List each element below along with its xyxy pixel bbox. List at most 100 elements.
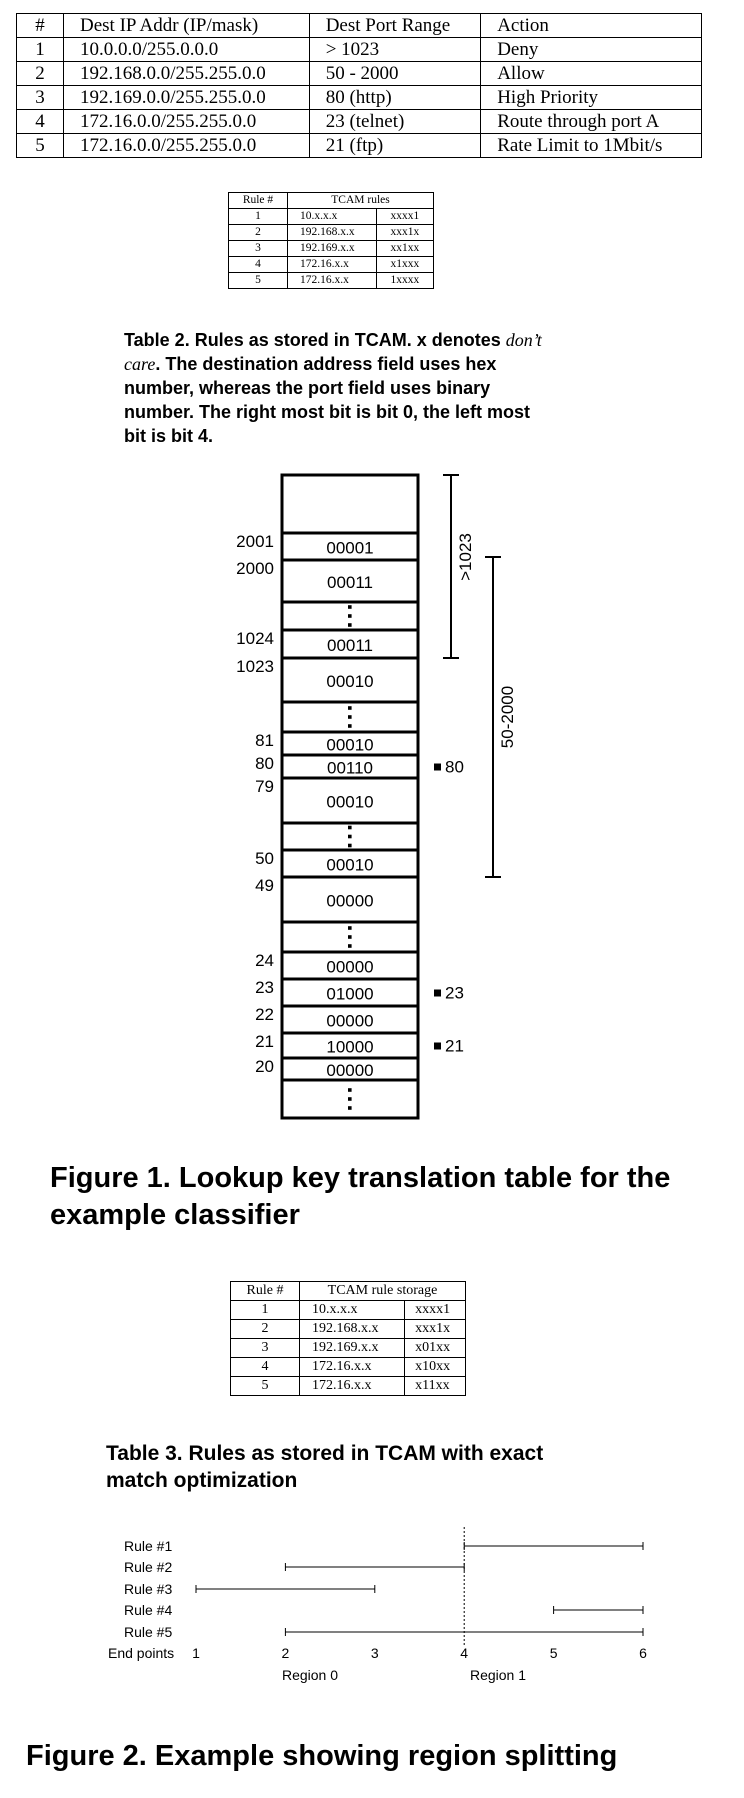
table2-caption: Table 2. Rules as stored in TCAM. x deno… [124,328,550,448]
table-cell: xxxx1 [404,1300,466,1320]
endpoint-tick-label: 6 [639,1645,647,1661]
table-cell: 192.168.x.x [286,224,378,241]
table-cell: 172.16.x.x [286,272,378,289]
table-cell: 4 [228,256,288,273]
table-row: 4 172.16.x.x x1xxx [228,256,434,273]
port-number-label: 2000 [236,559,274,578]
lookup-key-label: 01000 [326,985,373,1004]
port-number-label: 49 [255,876,274,895]
column-header: TCAM rule storage [299,1281,466,1301]
caption-text: Table 2. Rules as stored in TCAM. x deno… [124,330,501,350]
ellipsis-dot [348,935,352,939]
table-row: 3 192.169.x.x xx1xx [228,240,434,257]
lookup-key-label: 00011 [327,573,373,592]
ellipsis-dot [348,1097,352,1101]
ellipsis-dot [348,834,352,839]
table-cell: 10.0.0.0/255.0.0.0 [63,37,310,62]
lookup-key-label: 00000 [326,1061,373,1080]
figure1-caption: Figure 1. Lookup key translation table f… [50,1162,671,1231]
table-cell: 2 [16,61,64,86]
port-number-label: 80 [255,754,274,773]
endpoints-label: End points [108,1645,174,1661]
table-header-row: Rule # TCAM rules [228,192,434,209]
table-row: 5 172.16.0.0/255.255.0.0 21 (ftp) Rate L… [16,133,702,158]
region-label: Region 0 [282,1667,338,1683]
table-cell: 10.x.x.x [298,1300,406,1320]
table-cell: > 1023 [308,37,482,62]
lookup-key-label: 00000 [326,1012,373,1031]
rule-label: Rule #2 [124,1559,172,1575]
table-row: 1 10.0.0.0/255.0.0.0 > 1023 Deny [16,37,702,62]
lookup-key-translation-diagram: 0000120010001120000001110240001010230001… [236,473,517,1120]
table-cell: Deny [480,37,702,62]
column-header: TCAM rules [287,192,434,209]
table-cell: 192.168.x.x [298,1319,406,1339]
point-marker-label: 80 [445,758,464,777]
table3-caption: Table 3. Rules as stored in TCAM with ex… [106,1442,544,1492]
column-header: # [16,13,64,38]
point-marker-square [434,763,441,771]
endpoint-tick-label: 5 [550,1645,558,1661]
table-row: 2 192.168.x.x xxx1x [228,224,434,241]
port-number-label: 1024 [236,629,274,648]
table-cell: 50 - 2000 [308,61,482,86]
point-marker-square [434,989,441,997]
table-cell: 2 [230,1319,300,1339]
table-cell: 4 [16,109,64,134]
table-cell: 21 (ftp) [308,133,482,158]
figure2-caption: Figure 2. Example showing region splitti… [26,1740,618,1772]
table-cell: 3 [230,1338,300,1358]
table-cell: Rate Limit to 1Mbit/s [480,133,702,158]
region-label: Region 1 [470,1667,526,1683]
column-header: Dest IP Addr (IP/mask) [63,13,310,38]
lookup-key-label: 00010 [326,793,373,812]
ellipsis-dot [348,843,352,848]
ellipsis-dot [348,724,352,728]
ellipsis-dot [348,706,352,710]
lookup-key-label: 00010 [326,736,373,755]
table-cell: x10xx [404,1357,466,1377]
table-cell: 3 [16,85,64,110]
lookup-key-label: 00000 [326,892,373,911]
lookup-key-label: 00011 [327,636,373,655]
table-cell: 5 [230,1376,300,1396]
range-label: 50-2000 [498,686,517,748]
point-marker-label: 23 [445,984,464,1003]
port-number-label: 21 [255,1032,274,1051]
table-cell: xxx1x [376,224,434,241]
table-cell: Allow [480,61,702,86]
table-cell: 172.16.0.0/255.255.0.0 [63,109,310,134]
ellipsis-dot [348,825,352,830]
port-number-label: 2001 [236,532,274,551]
rule-label: Rule #5 [124,1624,172,1640]
column-header: Dest Port Range [308,13,482,38]
table-cell: 2 [228,224,288,241]
ellipsis-dot [348,614,352,618]
port-number-label: 24 [255,951,274,970]
table-row: 2 192.168.0.0/255.255.0.0 50 - 2000 Allo… [16,61,702,86]
column-header: Action [480,13,702,38]
table-cell: xxxx1 [376,208,434,225]
table-cell: 4 [230,1357,300,1377]
table-row: 3 192.169.0.0/255.255.0.0 80 (http) High… [16,85,702,110]
table-row: 4 172.16.x.x x10xx [230,1357,466,1377]
ellipsis-dot [348,623,352,627]
table-cell: xxx1x [404,1319,466,1339]
column-header: Rule # [230,1281,300,1301]
rule-label: Rule #1 [124,1538,172,1554]
port-number-label: 20 [255,1057,274,1076]
table-row: 1 10.x.x.x xxxx1 [230,1300,466,1320]
lookup-key-label: 00010 [326,672,373,691]
table-cell: 1 [230,1300,300,1320]
rule-label: Rule #3 [124,1581,172,1597]
ellipsis-dot [348,1106,352,1110]
table-cell: 192.168.0.0/255.255.0.0 [63,61,310,86]
table-cell: 1 [16,37,64,62]
range-label: >1023 [456,533,475,581]
port-number-label: 81 [255,731,274,750]
table-row: 2 192.168.x.x xxx1x [230,1319,466,1339]
endpoint-tick-label: 4 [460,1645,468,1661]
column-header: Rule # [228,192,288,209]
table-cell: x11xx [404,1376,466,1396]
table-cell: 3 [228,240,288,257]
